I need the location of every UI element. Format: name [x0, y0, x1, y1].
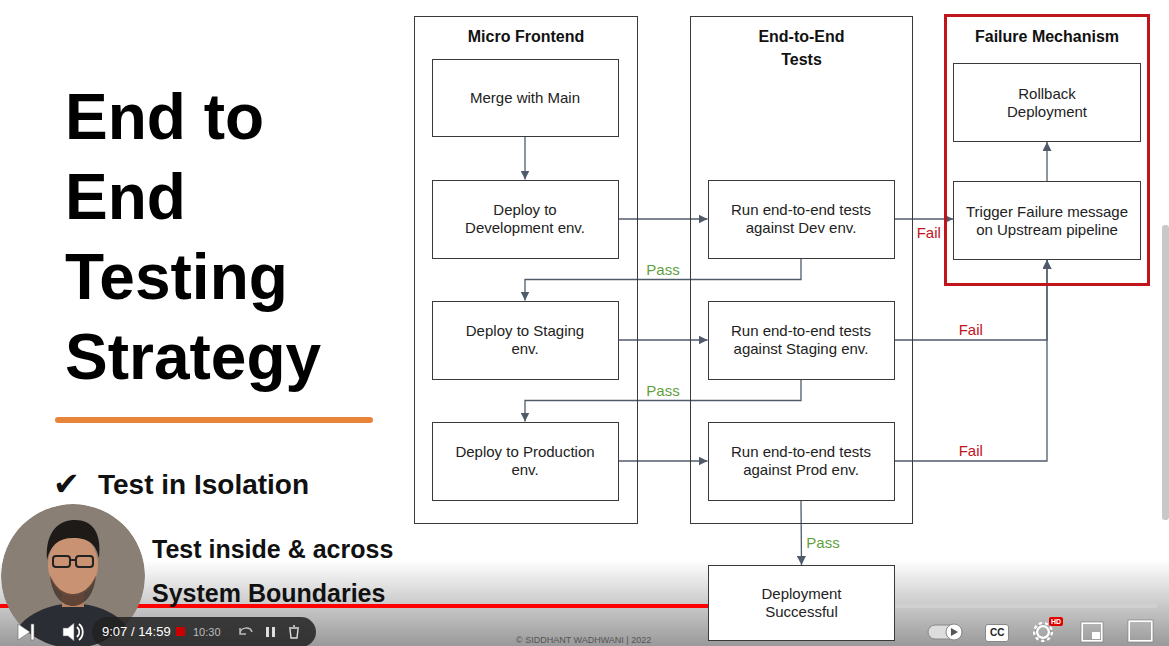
box-label: Run end-to-end tests against Dev env.	[727, 201, 876, 237]
edge-label: Fail	[957, 321, 985, 338]
edge-label: Fail	[957, 442, 985, 459]
webcam-glasses	[76, 556, 93, 567]
flow-arrow	[619, 218, 708, 219]
undo-icon	[240, 628, 252, 634]
test-box: Run end-to-end tests against Staging env…	[708, 301, 895, 380]
flow-arrow	[800, 501, 802, 566]
test-box: Run end-to-end tests against Prod env.	[708, 422, 895, 501]
action-box: Rollback Deployment	[953, 63, 1141, 142]
process-box: Merge with Main	[432, 59, 619, 137]
recording-time: 10:30	[193, 625, 221, 639]
process-box: Deploy to Staging env.	[432, 301, 619, 380]
webcam-beard	[50, 575, 96, 606]
miniplayer-icon	[1081, 622, 1103, 642]
record-square	[176, 627, 185, 636]
flow-arrow	[525, 380, 801, 422]
edge-label: Pass	[644, 381, 681, 398]
flow-arrow	[1046, 142, 1047, 181]
settings-gear	[1037, 626, 1049, 638]
lane-heading: Micro Frontend	[446, 25, 606, 48]
miniplayer-icon	[1092, 632, 1100, 639]
volume-icon	[63, 623, 74, 641]
edge-label: Fail	[915, 224, 943, 241]
box-label: Run end-to-end tests against Staging env…	[727, 322, 876, 358]
process-box: Deploy to Production env.	[432, 422, 619, 501]
result-box: Deployment Successful	[708, 565, 895, 641]
flow-arrow	[895, 260, 1048, 461]
webcam-hair	[47, 520, 100, 560]
flow-arrow	[619, 339, 708, 340]
trash-icon	[289, 626, 299, 638]
autoplay-toggle	[928, 625, 962, 639]
settings-gear	[1035, 624, 1051, 640]
pause-icon	[266, 627, 269, 637]
webcam-glasses	[70, 559, 76, 561]
box-label: Run end-to-end tests against Prod env.	[727, 443, 876, 479]
lane-container: End-to-End TestsRun end-to-end tests aga…	[690, 16, 913, 524]
volume-icon	[77, 624, 83, 640]
theater-icon	[1129, 621, 1152, 641]
pause-icon	[272, 627, 275, 637]
box-label: Trigger Failure message on Upstream pipe…	[966, 203, 1128, 239]
autoplay-toggle	[946, 624, 962, 640]
scrollbar	[1162, 225, 1169, 520]
lane-heading: End-to-End Tests	[742, 25, 862, 71]
process-box: Deploy to Development env.	[432, 180, 619, 259]
flow-arrow	[525, 259, 801, 301]
video-time: 9:07 / 14:59	[102, 624, 171, 640]
box-label: Deployment Successful	[727, 585, 876, 621]
captions-button: CC	[985, 624, 1009, 642]
play-icon	[18, 624, 30, 640]
slide-title: End to End Testing Strategy	[65, 77, 385, 397]
edge-label: Pass	[804, 533, 841, 550]
lane-container: Micro FrontendMerge with MainDeploy to D…	[414, 16, 638, 524]
test-box: Run end-to-end tests against Dev env.	[708, 180, 895, 259]
box-label: Rollback Deployment	[984, 85, 1110, 121]
box-label: Merge with Main	[451, 89, 600, 107]
settings-gear	[1036, 625, 1051, 640]
miniplayer-icon	[1082, 623, 1102, 641]
flow-arrow	[524, 137, 525, 180]
autoplay-toggle	[951, 628, 958, 636]
play-icon	[31, 624, 34, 640]
edge-label: Pass	[644, 260, 681, 277]
failure-group: Failure MechanismRollback DeploymentTrig…	[944, 14, 1150, 286]
check-mark: ✔	[53, 464, 80, 504]
flow-arrow	[619, 460, 708, 461]
theater-icon	[1128, 620, 1153, 642]
box-label: Deploy to Production env.	[451, 443, 600, 479]
copyright-note: © SIDDHANT WADHWANI | 2022	[516, 635, 651, 646]
title-underline	[55, 417, 373, 423]
flow-arrow	[895, 260, 1048, 340]
hd-badge: HD	[1049, 617, 1063, 626]
recorder-pill	[92, 617, 316, 646]
webcam-glasses	[53, 556, 70, 567]
bullet-point: Test inside & across System Boundaries	[152, 527, 414, 615]
box-label: Deploy to Staging env.	[451, 322, 600, 358]
action-box: Trigger Failure message on Upstream pipe…	[953, 181, 1141, 260]
lane-heading: Failure Mechanism	[952, 25, 1142, 48]
bullet-point: Test in Isolation	[98, 467, 309, 503]
box-label: Deploy to Development env.	[451, 201, 600, 237]
